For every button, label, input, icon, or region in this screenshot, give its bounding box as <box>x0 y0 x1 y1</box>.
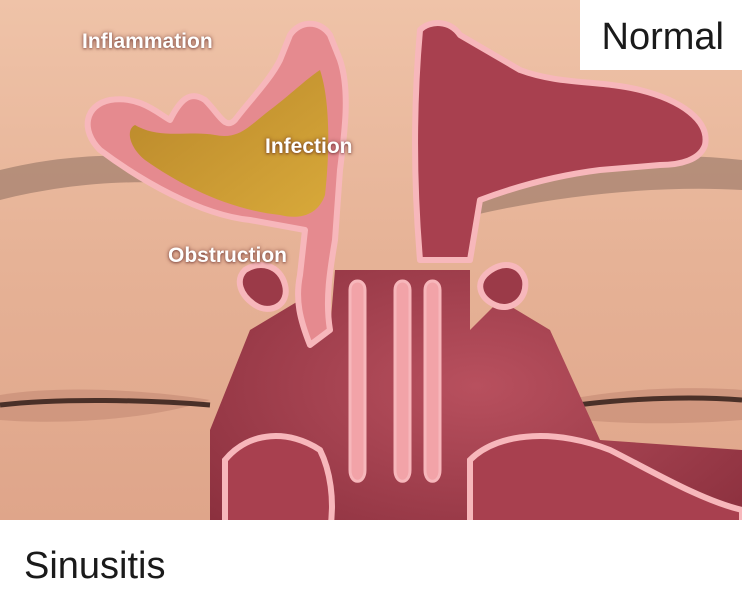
inflammation-label: Inflammation <box>82 30 213 54</box>
obstruction-label: Obstruction <box>168 244 287 268</box>
normal-title: Normal <box>580 0 742 70</box>
nasal-septum-right <box>395 281 410 481</box>
right-ethmoid-sinus <box>480 265 525 307</box>
infection-label: Infection <box>265 135 353 159</box>
nasal-septum <box>350 281 365 481</box>
sinusitis-title: Sinusitis <box>0 531 188 599</box>
nasal-septum-center <box>425 281 440 481</box>
left-maxillary-sinus <box>225 436 332 530</box>
